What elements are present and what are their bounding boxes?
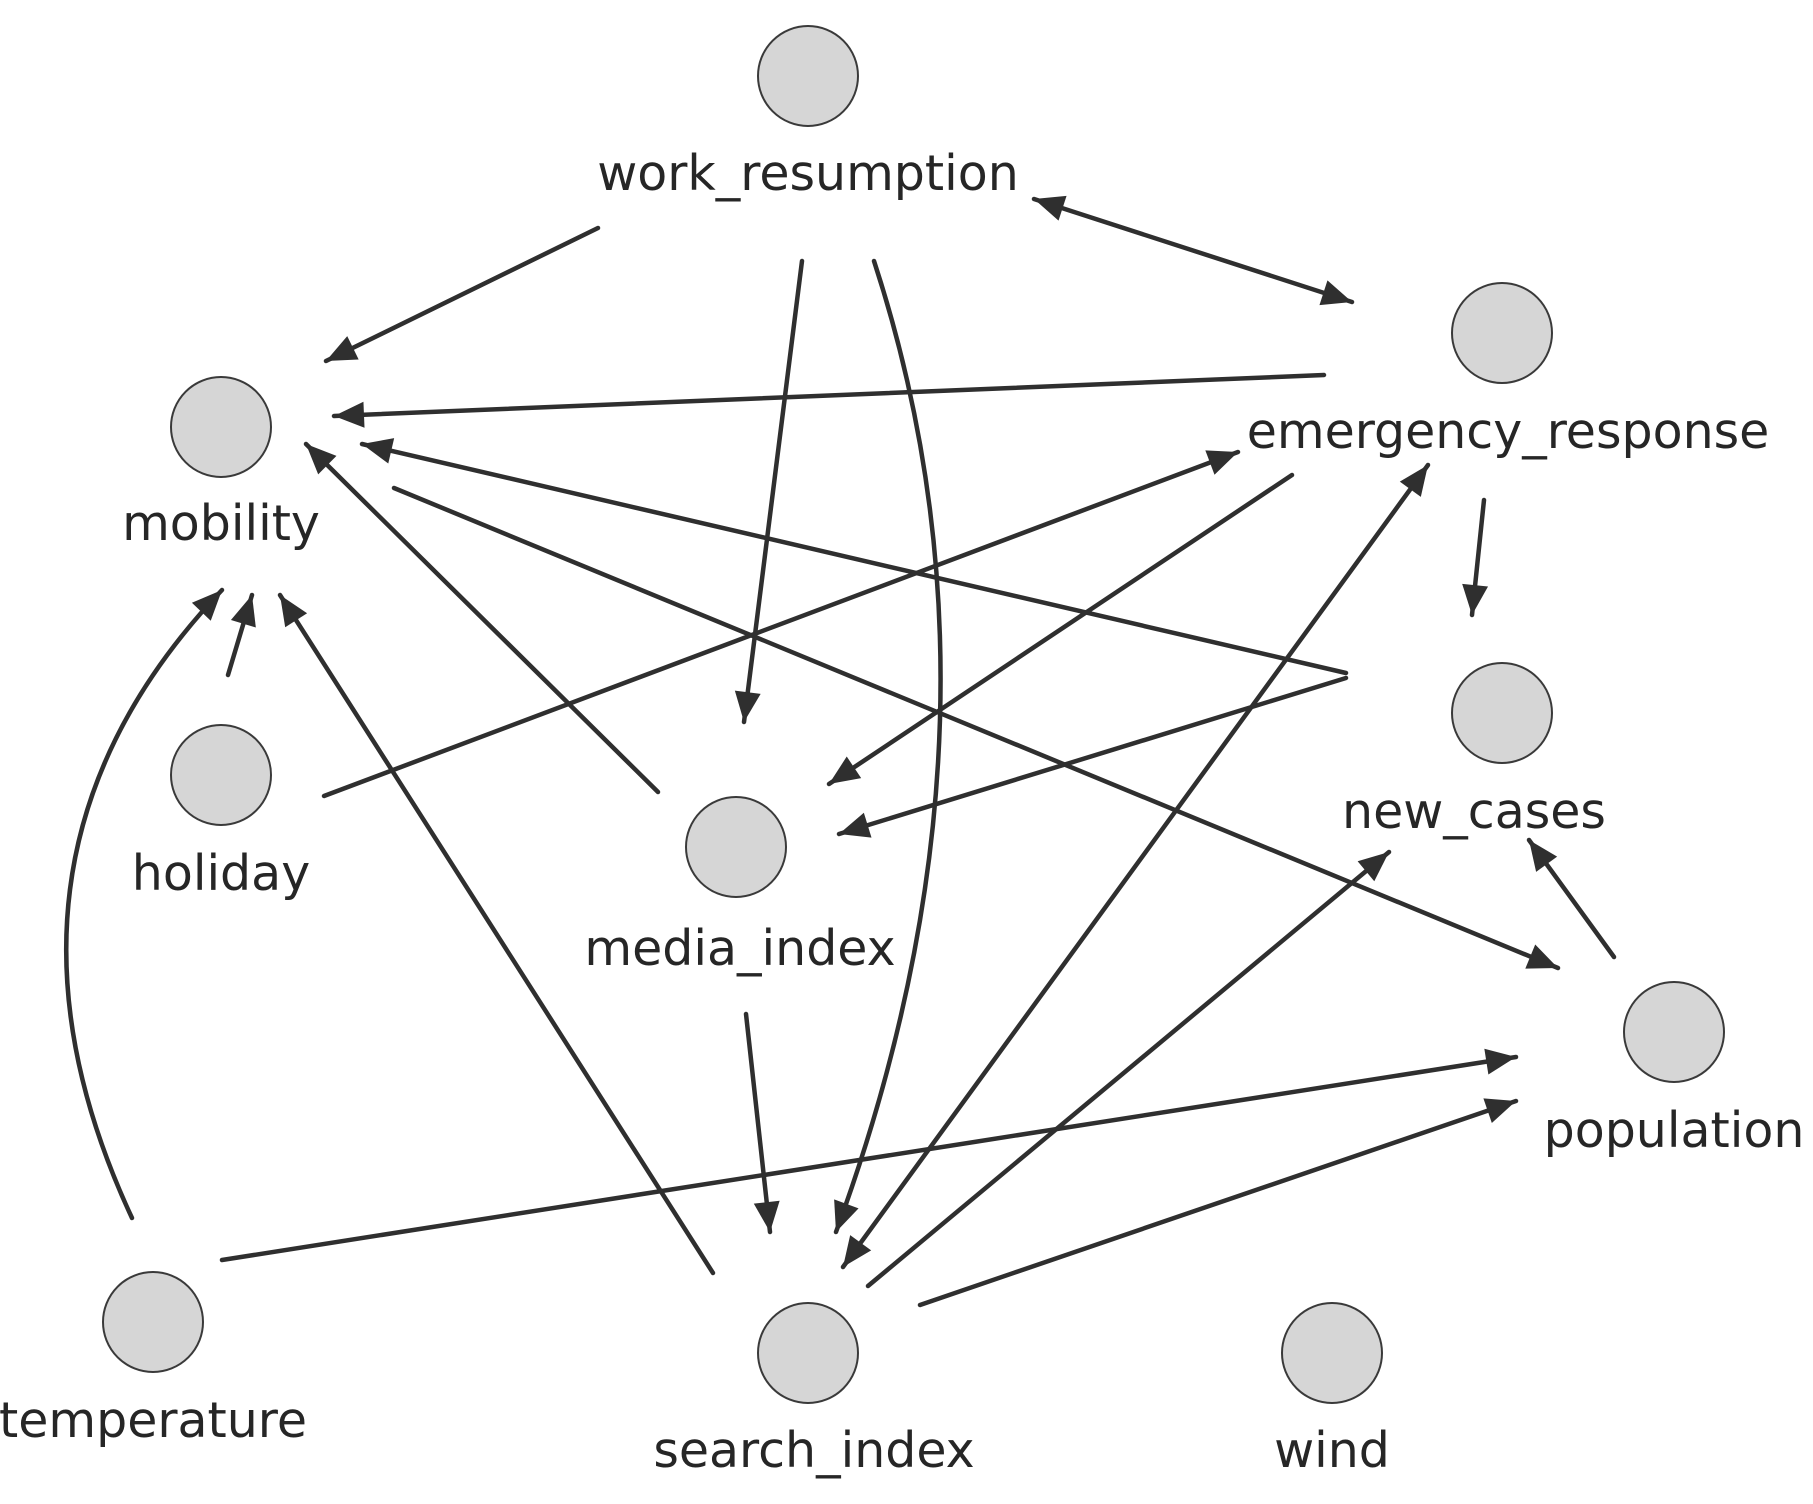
node-search-index-circle xyxy=(757,1302,859,1404)
edge-temperature-to-population xyxy=(219,1054,1519,1263)
edge-holiday-to-emergency-response-arrowhead xyxy=(1205,450,1238,475)
node-new-cases-label: new_cases xyxy=(1342,783,1606,840)
edge-work-resumption-to-emergency-response-arrowhead xyxy=(1319,280,1352,306)
edge-search-index-to-emergency-response xyxy=(840,462,1431,1270)
edge-work-resumption-to-search-index xyxy=(833,258,943,1235)
edge-new-cases-to-media-index-arrowhead xyxy=(839,812,872,838)
edge-emergency-response-to-mobility xyxy=(331,372,1327,419)
node-holiday-circle xyxy=(170,724,272,826)
edge-work-resumption-to-emergency-response xyxy=(1031,196,1355,305)
edge-search-index-to-new-cases xyxy=(865,849,1392,1289)
node-population: population xyxy=(1544,981,1805,1159)
node-new-cases-circle xyxy=(1451,662,1553,764)
edge-search-index-to-mobility xyxy=(277,592,716,1276)
edge-work-resumption-to-media-index xyxy=(741,258,805,725)
node-population-label: population xyxy=(1544,1102,1805,1159)
node-mobility-label: mobility xyxy=(122,495,320,552)
node-mobility-circle xyxy=(170,376,272,478)
node-search-index-label: search_index xyxy=(653,1422,974,1479)
edge-media-index-to-mobility xyxy=(303,441,661,795)
edge-new-cases-to-media-index xyxy=(836,675,1349,837)
edge-search-index-to-mobility-arrowhead xyxy=(280,595,308,628)
edge-search-index-to-emergency-response-arrowhead-reverse xyxy=(843,1235,872,1267)
edge-holiday-to-mobility-arrowhead xyxy=(230,595,256,628)
node-work-resumption: work_resumption xyxy=(597,25,1019,202)
edge-work-resumption-to-emergency-response-arrowhead-reverse xyxy=(1034,195,1067,221)
edge-emergency-response-to-new-cases-arrowhead xyxy=(1462,583,1489,615)
edge-population-to-new-cases-arrowhead xyxy=(1529,840,1558,872)
node-population-circle xyxy=(1623,981,1725,1083)
node-wind-label: wind xyxy=(1274,1422,1390,1479)
edge-media-index-to-search-index-arrowhead xyxy=(753,1200,780,1232)
node-mobility: mobility xyxy=(122,376,320,552)
node-emergency-response: emergency_response xyxy=(1247,282,1770,460)
edges-layer xyxy=(64,195,1617,1308)
node-temperature-label: temperature xyxy=(0,1392,307,1449)
node-media-index-label: media_index xyxy=(584,920,895,977)
edge-new-cases-to-mobility xyxy=(359,441,1349,676)
edge-new-cases-to-mobility-arrowhead xyxy=(362,438,395,464)
nodes-layer: work_resumption emergency_responsemobilit… xyxy=(0,25,1805,1479)
edge-search-index-to-new-cases-arrowhead xyxy=(1357,852,1389,882)
node-temperature-circle xyxy=(102,1271,204,1373)
edge-work-resumption-to-mobility xyxy=(323,225,601,364)
edge-emergency-response-to-mobility-arrowhead xyxy=(334,401,365,428)
edge-search-index-to-emergency-response-arrowhead xyxy=(1399,465,1428,497)
node-temperature: temperature xyxy=(0,1271,307,1449)
edge-temperature-to-mobility-arrowhead xyxy=(191,590,222,621)
edge-media-index-to-search-index xyxy=(743,1011,773,1235)
edge-holiday-to-emergency-response xyxy=(321,449,1241,799)
node-emergency-response-label: emergency_response xyxy=(1247,403,1770,460)
edge-mobility-to-population xyxy=(391,485,1561,971)
node-search-index: search_index xyxy=(653,1302,975,1479)
edge-search-index-to-population xyxy=(917,1098,1519,1308)
node-media-index-circle xyxy=(685,796,787,898)
edge-work-resumption-to-media-index-arrowhead xyxy=(734,690,761,722)
node-holiday: holiday xyxy=(132,724,310,902)
edge-mobility-to-population-arrowhead xyxy=(1525,944,1558,969)
node-work-resumption-label: work_resumption xyxy=(597,145,1019,202)
node-new-cases: new_cases xyxy=(1342,662,1606,840)
edge-work-resumption-to-search-index-arrowhead xyxy=(834,1199,859,1232)
node-emergency-response-circle xyxy=(1451,282,1553,384)
node-work-resumption-circle xyxy=(757,25,859,127)
edge-emergency-response-to-media-index xyxy=(826,472,1295,787)
edge-search-index-to-population-arrowhead xyxy=(1483,1098,1516,1124)
node-holiday-label: holiday xyxy=(132,845,310,902)
edge-work-resumption-to-mobility-arrowhead xyxy=(326,336,359,361)
edge-temperature-to-mobility xyxy=(64,587,225,1221)
node-media-index: media_index xyxy=(584,796,896,977)
node-wind: wind xyxy=(1274,1302,1390,1479)
edge-emergency-response-to-media-index-arrowhead xyxy=(829,756,862,784)
node-wind-circle xyxy=(1281,1302,1383,1404)
edge-media-index-to-mobility-arrowhead xyxy=(306,444,337,475)
edge-temperature-to-population-arrowhead xyxy=(1484,1048,1516,1075)
